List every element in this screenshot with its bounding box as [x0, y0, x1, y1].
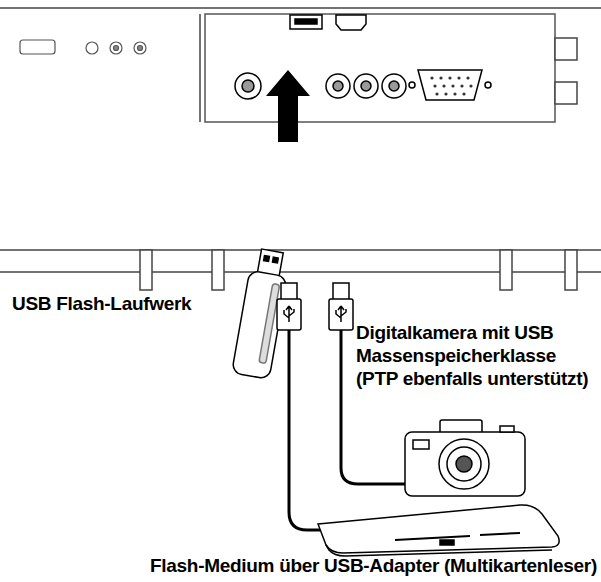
- plug-body: [277, 299, 301, 330]
- vga-pins: [430, 76, 472, 95]
- digital-camera: [405, 420, 525, 496]
- usb-plugs: [277, 283, 353, 330]
- card-slot: [395, 533, 520, 540]
- projector-panel: [0, 8, 601, 290]
- vga-pin: [469, 84, 472, 87]
- usb-port-tongue: [295, 19, 317, 24]
- flash-drive-label: USB Flash-Laufwerk: [12, 293, 191, 316]
- plug-metal: [333, 283, 349, 300]
- round-jack: [134, 42, 146, 54]
- panel-top-edge: [0, 7, 601, 9]
- vga-pin: [460, 84, 463, 87]
- camera-lens: [439, 439, 489, 489]
- rca-jack-core: [361, 81, 371, 91]
- vga-pin: [433, 84, 436, 87]
- rca-jack: [382, 74, 406, 98]
- plug-metal: [281, 283, 297, 300]
- reader-body: [318, 505, 559, 553]
- hdmi-port: [336, 15, 366, 30]
- vga-pin: [462, 92, 465, 95]
- round-jack: [86, 42, 98, 54]
- panel-foot: [500, 250, 512, 290]
- reader-cable: [289, 329, 320, 530]
- camera-button: [500, 426, 514, 432]
- vga-screw: [485, 82, 491, 88]
- rca-jack: [326, 74, 350, 98]
- usb-symbol: [284, 306, 294, 322]
- vga-pin: [448, 76, 451, 79]
- usb-symbol: [336, 306, 346, 322]
- vga-pin: [453, 92, 456, 95]
- port-recess: [205, 14, 555, 122]
- vga-pin: [439, 76, 442, 79]
- plug-body: [329, 299, 353, 330]
- vga-pin: [457, 76, 460, 79]
- camera-label: Digitalkamera mit USB Massenspeicherklas…: [356, 322, 596, 390]
- panel-foot: [565, 250, 577, 290]
- connector-hole: [264, 256, 270, 262]
- panel-foot: [212, 250, 224, 290]
- left-jacks: [20, 40, 146, 54]
- vga-pin: [451, 84, 454, 87]
- jack-plate: [20, 40, 55, 54]
- usb-port: [290, 15, 322, 29]
- vga-port: [418, 70, 482, 100]
- panel-foot: [140, 250, 152, 290]
- rca-jack-core: [389, 81, 399, 91]
- rca-jack-core: [333, 81, 343, 91]
- camera-body: [405, 432, 525, 496]
- vga-pin: [435, 92, 438, 95]
- panel-tab: [555, 82, 577, 104]
- reader-base: [326, 545, 552, 556]
- rca-jack: [354, 74, 378, 98]
- connector-hole: [272, 257, 278, 263]
- jack-core: [138, 46, 143, 51]
- ports: [235, 15, 491, 100]
- vga-screw: [409, 82, 415, 88]
- camera-lens-ring: [447, 447, 481, 481]
- panel-seam: [199, 14, 201, 122]
- vga-pin: [442, 84, 445, 87]
- vga-pin: [444, 92, 447, 95]
- card-reader-label: Flash-Medium über USB-Adapter (Multikart…: [150, 555, 597, 578]
- multi-card-reader: [318, 505, 559, 556]
- photo-jack: [235, 73, 261, 99]
- reader-led: [440, 540, 454, 545]
- insert-arrow: [266, 70, 310, 142]
- panel-tab: [555, 38, 577, 60]
- vga-pin: [466, 76, 469, 79]
- vga-pin: [430, 76, 433, 79]
- camera-lens-glass: [456, 456, 472, 472]
- round-jack: [110, 42, 122, 54]
- jack-core: [114, 46, 119, 51]
- photo-jack-core: [242, 80, 254, 92]
- camera-flash: [413, 440, 429, 449]
